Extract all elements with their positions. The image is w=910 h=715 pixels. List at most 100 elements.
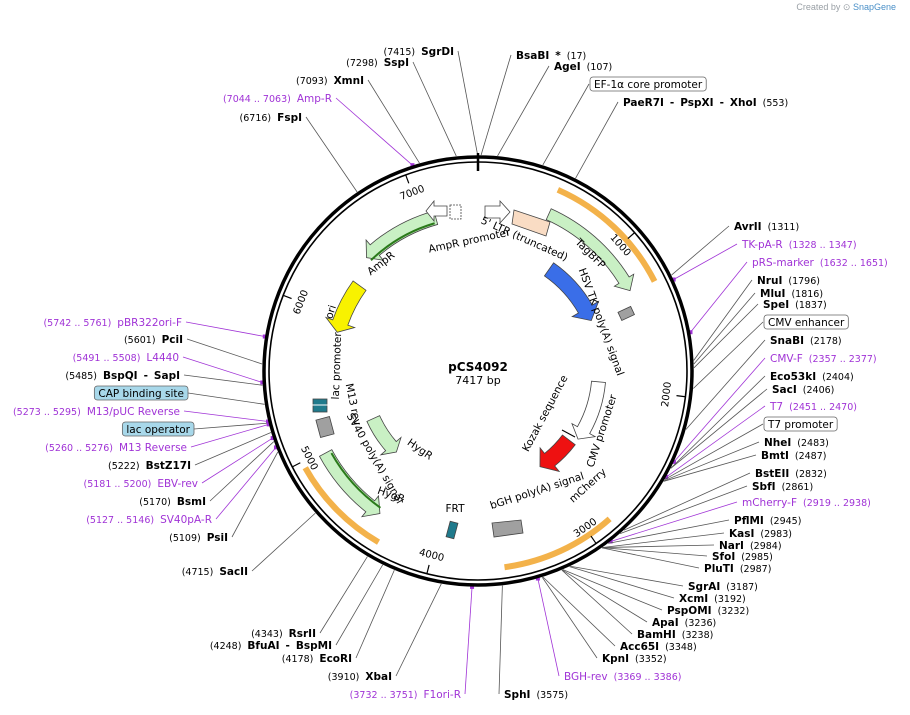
feature-label: EF-1α core promoter bbox=[594, 79, 703, 91]
top-left-label-1: (7298)SspI bbox=[346, 57, 409, 69]
top-right-label-1: AgeI (107) bbox=[554, 61, 612, 73]
leader-line bbox=[619, 485, 748, 535]
site-position: (2984) bbox=[750, 541, 782, 552]
enzyme-name: XcmI bbox=[679, 593, 708, 605]
primer-mark bbox=[273, 445, 278, 450]
right-label-26: ApaI(3236) bbox=[652, 617, 716, 629]
right-label-22: PluTI(2987) bbox=[704, 563, 771, 575]
primer-name: F1ori-R bbox=[424, 689, 461, 701]
leader-line bbox=[608, 519, 730, 544]
primer-name: T7 bbox=[769, 401, 783, 413]
right-label-4: MluI(1816) bbox=[760, 288, 823, 300]
primer-range: (5742 .. 5761) bbox=[43, 318, 111, 329]
bottom-right-label-1: BGH-rev(3369 .. 3386) bbox=[564, 671, 681, 683]
feature-box bbox=[121, 421, 195, 437]
ampr-line bbox=[370, 222, 435, 261]
leader-line bbox=[562, 569, 663, 611]
bgh-label: bGH poly(A) signal bbox=[489, 470, 586, 512]
ampr-promoter-label: AmpR promoter bbox=[427, 226, 512, 255]
leader-line bbox=[602, 547, 708, 557]
scale-tick bbox=[627, 232, 636, 240]
sv40-block bbox=[315, 416, 335, 438]
site-position: (2487) bbox=[795, 451, 827, 462]
bottom-left-label-3: (3910)XbaI bbox=[328, 671, 392, 683]
leader-line bbox=[464, 586, 473, 695]
leader-line bbox=[480, 54, 512, 156]
right-label-27: BamHI(3238) bbox=[637, 629, 713, 641]
leader-line bbox=[663, 454, 757, 482]
primer-mark bbox=[266, 422, 271, 427]
enzyme-name: PflMI bbox=[734, 515, 764, 527]
leader-line bbox=[182, 356, 263, 383]
small-box bbox=[449, 204, 462, 220]
enzyme-name: - bbox=[720, 97, 724, 109]
snapgene-watermark: Created by ⊙ SnapGene bbox=[796, 2, 896, 12]
enzyme-name: PspOMI bbox=[667, 605, 712, 617]
enzyme-name: NruI bbox=[757, 275, 782, 287]
leader-line bbox=[335, 564, 384, 646]
primer-range: (3732 .. 3751) bbox=[350, 690, 418, 701]
left-label-9: (5181 .. 5200)EBV-rev bbox=[84, 478, 199, 490]
ampr-arrow bbox=[365, 210, 439, 261]
feature-label: T7 promoter bbox=[767, 419, 834, 431]
cmv-promoter-arrow bbox=[571, 380, 606, 440]
leader-line bbox=[335, 97, 413, 166]
leader-line bbox=[602, 532, 725, 548]
leader-line bbox=[183, 374, 263, 386]
enzyme-name: AgeI bbox=[554, 61, 581, 73]
left-label-4: CAP binding site bbox=[93, 385, 189, 401]
primer-mark bbox=[671, 277, 676, 282]
leader-line bbox=[671, 225, 730, 276]
primer-mark bbox=[270, 436, 275, 441]
scale-tick bbox=[590, 535, 597, 544]
site-position: (2861) bbox=[782, 482, 814, 493]
primer-mark bbox=[535, 576, 540, 581]
leader-line bbox=[623, 472, 751, 531]
primer-name: M13 Reverse bbox=[119, 442, 187, 454]
leader-line bbox=[541, 576, 598, 659]
primer-range: (5491 .. 5508) bbox=[73, 353, 141, 364]
site-labels: AvrII(1311)TK-pA-R(1328 .. 1347)pRS-mark… bbox=[13, 46, 888, 701]
site-position: (107) bbox=[587, 62, 613, 73]
leader-line bbox=[497, 65, 550, 157]
site-position: (2983) bbox=[760, 529, 792, 540]
right-label-16: SbfI(2861) bbox=[752, 481, 813, 493]
feature-label: CAP binding site bbox=[98, 388, 184, 400]
right-label-1: TK-pA-R(1328 .. 1347) bbox=[741, 239, 857, 251]
primer-mark bbox=[265, 419, 270, 424]
enzyme-name: * bbox=[555, 50, 561, 62]
scale-tick-label: 4000 bbox=[418, 547, 445, 564]
leader-line bbox=[319, 556, 368, 634]
site-position: (7093) bbox=[296, 76, 328, 87]
site-position: (1816) bbox=[791, 289, 823, 300]
leader-line bbox=[395, 583, 442, 677]
right-label-23: SgrAI(3187) bbox=[688, 581, 758, 593]
primer-mark bbox=[262, 334, 267, 339]
enzyme-name: BstEII bbox=[755, 468, 789, 480]
enzyme-name: SphI bbox=[504, 689, 530, 701]
leader-lines bbox=[182, 50, 768, 695]
tagbfp-arrow bbox=[543, 262, 600, 322]
leader-line bbox=[215, 447, 277, 520]
leader-line bbox=[183, 410, 269, 422]
hygr-inner-label: HygR bbox=[405, 437, 435, 463]
left-label-1: (5601)PciI bbox=[124, 334, 183, 346]
primer-range: (2357 .. 2377) bbox=[809, 354, 877, 365]
leader-line bbox=[665, 405, 766, 478]
leader-line bbox=[610, 501, 738, 542]
top-left-label-4: (6716)FspI bbox=[240, 112, 302, 124]
leader-line bbox=[190, 423, 269, 448]
bottom-left-label-1: (4248)BfuAI-BspMI bbox=[210, 640, 332, 652]
leader-line bbox=[498, 585, 503, 695]
site-position: (2985) bbox=[741, 552, 773, 563]
site-position: (3187) bbox=[726, 582, 758, 593]
enzyme-name: ApaI bbox=[652, 617, 679, 629]
primer-name: pRS-marker bbox=[752, 257, 815, 269]
site-position: (1796) bbox=[788, 276, 820, 287]
enzyme-name: - bbox=[670, 97, 674, 109]
leader-line bbox=[663, 441, 760, 482]
site-position: (2406) bbox=[803, 385, 835, 396]
enzyme-name: - bbox=[144, 370, 148, 382]
right-label-13: NheI(2483) bbox=[764, 437, 829, 449]
primer-name: pBR322ori-F bbox=[117, 317, 182, 329]
